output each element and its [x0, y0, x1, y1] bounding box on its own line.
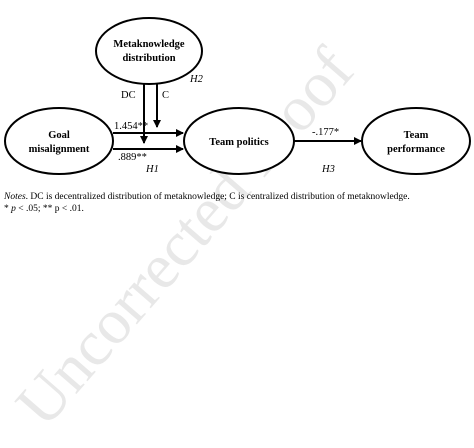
team-performance-label-line1: Team	[404, 130, 429, 141]
team-performance-label-line2: performance	[387, 144, 445, 155]
h3-coefficient: -.177*	[312, 127, 339, 138]
notes-word: Notes	[4, 192, 26, 202]
c-label: C	[162, 90, 169, 101]
sig-p: p	[11, 204, 16, 214]
h3-label: H3	[321, 164, 335, 175]
notes-line-2: * p < .05; ** p < .01.	[4, 203, 470, 215]
sig-star: *	[4, 204, 12, 214]
notes-text: . DC is decentralized distribution of me…	[25, 192, 410, 202]
goal-label-line1: Goal	[48, 130, 70, 141]
h2-label: H2	[189, 74, 204, 85]
metaknowledge-label-line1: Metaknowledge	[113, 39, 184, 50]
dc-label: DC	[121, 90, 136, 101]
h1-label: H1	[145, 164, 159, 175]
team-politics-label: Team politics	[209, 137, 268, 148]
goal-misalignment-node	[4, 107, 114, 175]
figure-notes: Notes. DC is decentralized distribution …	[4, 191, 470, 215]
c-coefficient: .889**	[118, 152, 147, 163]
metaknowledge-node	[95, 17, 203, 85]
watermark-text: Uncorrected Proof	[2, 34, 367, 439]
notes-line-1: Notes. DC is decentralized distribution …	[4, 191, 470, 203]
metaknowledge-label-line2: distribution	[122, 53, 175, 64]
sig-text: < .05; ** p < .01.	[15, 204, 84, 214]
team-performance-node	[361, 107, 471, 175]
goal-label-line2: misalignment	[29, 144, 90, 155]
dc-coefficient: 1.454**	[114, 121, 148, 132]
